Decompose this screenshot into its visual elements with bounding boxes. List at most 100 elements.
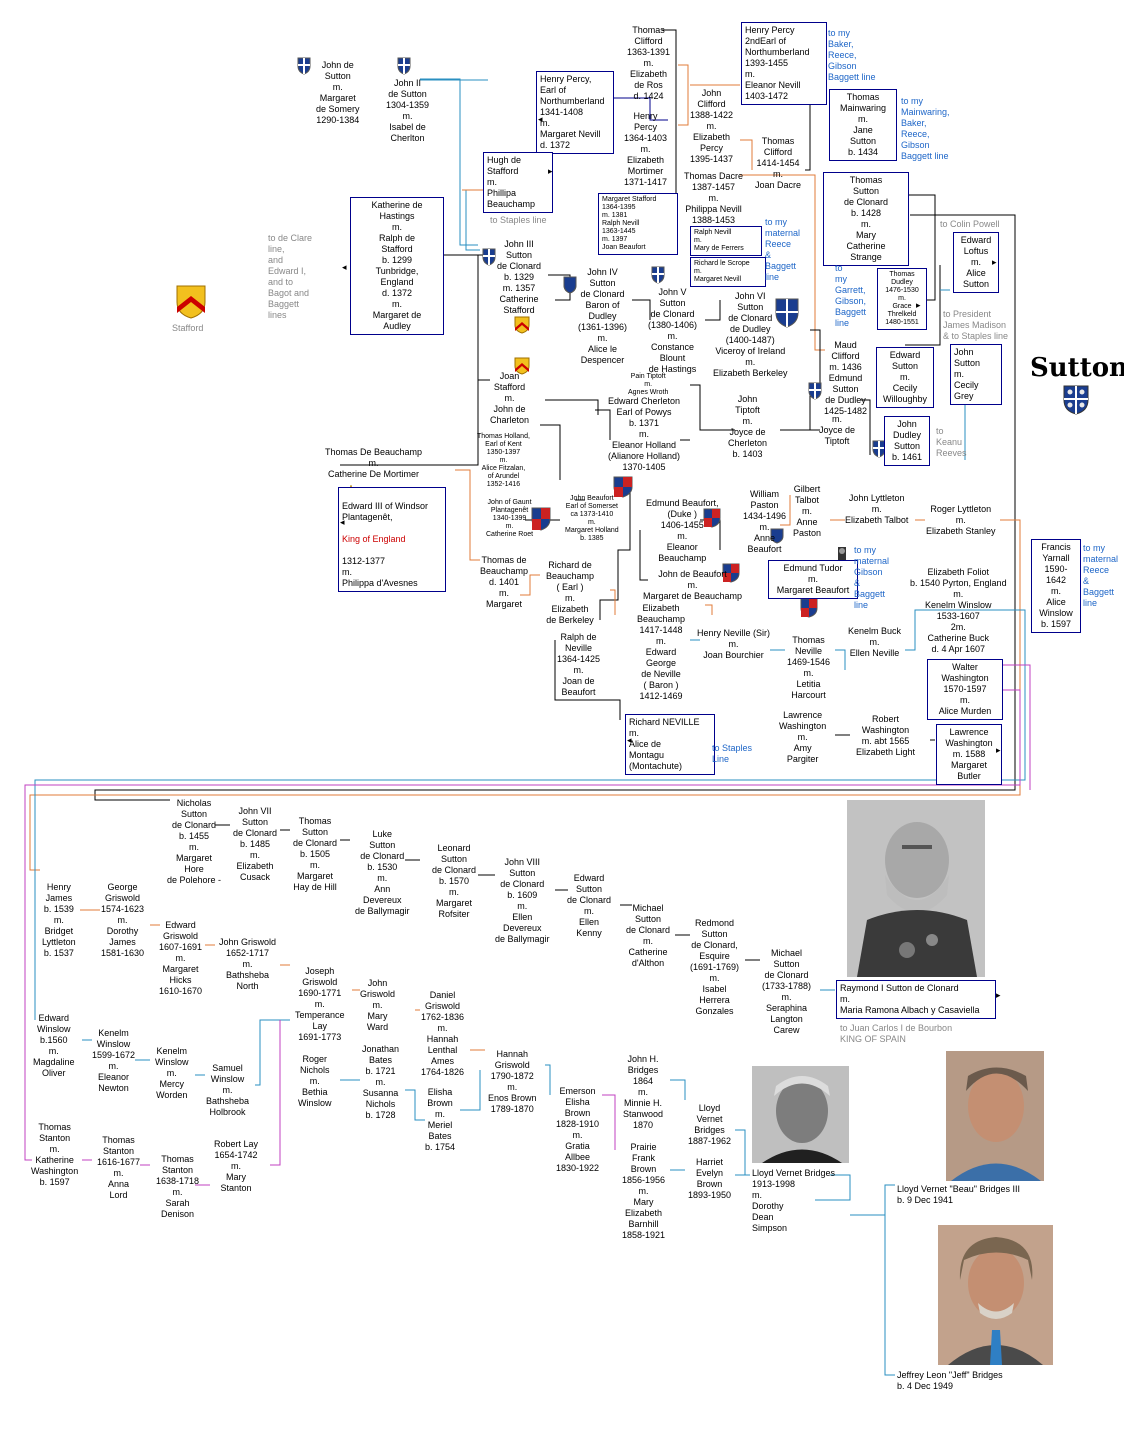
raymond-portrait <box>847 800 985 977</box>
person-node: John H. Bridges 1864 m. Minnie H. Stanwo… <box>623 1054 664 1130</box>
person-box[interactable]: Edward III of Windsor Plantagenêt, King … <box>338 487 446 592</box>
jeff-bridges-portrait <box>938 1225 1053 1365</box>
colin-powell-note[interactable]: to Colin Powell <box>940 219 1000 229</box>
person-node: John V Sutton de Clonard (1380-1406) m. … <box>648 287 698 374</box>
person-box[interactable]: Richard le Scrope m. Margaret Nevill <box>690 257 766 287</box>
person-box[interactable]: Lawrence Washington m. 1588 Margaret But… <box>936 724 1002 785</box>
royal-arms-icon <box>800 598 818 618</box>
person-box[interactable]: Edward Loftus m. Alice Sutton <box>953 232 999 293</box>
person-node: John VI Sutton de Clonard de Dudley (140… <box>713 291 788 378</box>
person-node: John III Sutton de Clonard b. 1329 m. 13… <box>497 239 542 315</box>
person-box[interactable]: John Sutton m. Cecily Grey <box>950 344 1002 405</box>
person-box[interactable]: John Dudley Sutton b. 1461 <box>884 416 930 466</box>
person-node: Thomas Stanton m. Katherine Washington b… <box>31 1122 79 1187</box>
person-box[interactable]: Hugh de Stafford m. Phillipa Beauchamp <box>483 152 553 213</box>
person-node: Kenelm Buck m. Ellen Neville <box>848 626 902 658</box>
madison-note[interactable]: to President James Madison & to Staples … <box>943 309 1009 341</box>
staples-line-link-2[interactable]: to Staples Line <box>712 743 753 764</box>
expand-arrow-icon[interactable]: ◂ <box>538 114 543 124</box>
person-node: John Griswold m. Mary Ward <box>360 978 396 1032</box>
person-node: John IV Sutton de Clonard Baron of Dudle… <box>578 267 628 365</box>
person-box[interactable]: Henry Percy 2ndEarl of Northumberland 13… <box>741 22 827 105</box>
person-node: Thomas Dacre 1387-1457 m. Philippa Nevil… <box>684 171 744 225</box>
gibson-line-link[interactable]: to my maternal Gibson & Baggett line <box>854 545 890 610</box>
de-clare-note[interactable]: to de Clare line, and Edward I, and to B… <box>268 233 313 320</box>
person-node: Thomas Neville 1469-1546 m. Letitia Harc… <box>787 635 831 700</box>
person-node: Edward Cherleton Earl of Powys b. 1371 m… <box>608 396 681 472</box>
person-node: Lawrence Washington m. Amy Pargiter <box>779 710 827 764</box>
edward3-name: Edward III of Windsor Plantagenêt, <box>342 501 429 522</box>
person-node: Edward Griswold 1607-1691 m. Margaret Hi… <box>159 920 203 996</box>
person-node: Richard de Beauchamp ( Earl ) m. Elizabe… <box>546 560 595 625</box>
expand-arrow-icon[interactable]: ◂ <box>627 735 632 745</box>
person-box[interactable]: Thomas Dudley 1476-1530 m. Grace Threlke… <box>877 268 927 330</box>
person-node: Henry Neville (Sir) m. Joan Bourchier <box>697 628 771 660</box>
staples-line-link[interactable]: to Staples line <box>490 215 547 225</box>
person-node: Robert Lay 1654-1742 m. Mary Stanton <box>214 1139 259 1193</box>
person-node: Robert Washington m. abt 1565 Elizabeth … <box>856 714 916 757</box>
person-box[interactable]: Edmund Tudor m. Margaret Beaufort <box>768 560 858 599</box>
person-node: Luke Sutton de Clonard b. 1530 m. Ann De… <box>355 829 410 916</box>
royal-arms-icon <box>531 507 551 531</box>
person-box[interactable]: Richard NEVILLE m. Alice de Montagu (Mon… <box>625 714 715 775</box>
baker-line-link[interactable]: to my Baker, Reece, Gibson Baggett line <box>828 28 876 82</box>
person-node: Jeffrey Leon "Jeff" Bridges b. 4 Dec 194… <box>897 1370 1003 1391</box>
person-node: Hannah Griswold 1790-1872 m. Enos Brown … <box>488 1049 537 1114</box>
mainwaring-line-link[interactable]: to my Mainwaring, Baker, Reece, Gibson B… <box>901 96 950 161</box>
person-node: Harriet Evelyn Brown 1893-1950 <box>688 1157 732 1200</box>
person-box[interactable]: Margaret Stafford 1364-1395 m. 1381 Ralp… <box>598 193 678 255</box>
person-node: Kenelm Winslow 1599-1672 m. Eleanor Newt… <box>92 1028 136 1093</box>
person-node: John Beaufort Earl of Somerset ca 1373-1… <box>565 495 619 542</box>
expand-arrow-icon[interactable]: ▸ <box>992 257 997 267</box>
person-node: Roger Nichols m. Bethia Winslow <box>298 1054 332 1108</box>
person-box[interactable]: Francis Yarnall 1590-1642 m. Alice Winsl… <box>1031 539 1081 633</box>
expand-arrow-icon[interactable]: ▸ <box>916 300 921 310</box>
keanu-note[interactable]: to Keanu Reeves <box>936 426 967 458</box>
person-box[interactable]: Katherine de Hastings m. Ralph de Staffo… <box>350 197 444 335</box>
person-node: Samuel Winslow m. Bathsheba Holbrook <box>206 1063 250 1117</box>
person-node: Nicholas Sutton de Clonard b. 1455 m. Ma… <box>167 798 222 885</box>
beau-bridges-portrait <box>946 1051 1044 1181</box>
person-node: m. Joyce de Tiptoft <box>819 414 856 446</box>
person-node: Thomas Stanton 1638-1718 m. Sarah Deniso… <box>156 1154 200 1219</box>
coat-of-arms-icon <box>651 266 665 284</box>
person-box[interactable]: Raymond I Sutton de Clonard m. Maria Ram… <box>836 980 996 1019</box>
expand-arrow-icon[interactable]: ▸ <box>548 166 553 176</box>
garrett-line-link[interactable]: to my Garrett, Gibson, Baggett line <box>835 263 867 328</box>
coat-of-arms-icon <box>808 382 822 400</box>
stafford-crest-icon <box>514 357 530 375</box>
person-node: Leonard Sutton de Clonard b. 1570 m. Mar… <box>432 843 477 919</box>
person-box[interactable]: Thomas Sutton de Clonard b. 1428 m. Mary… <box>823 172 909 266</box>
person-box[interactable]: Henry Percy, Earl of Northumberland 1341… <box>536 71 614 154</box>
person-node: Prairie Frank Brown 1856-1956 m. Mary El… <box>622 1142 666 1240</box>
person-box[interactable]: Thomas Mainwaring m. Jane Sutton b. 1434 <box>829 89 897 161</box>
person-node: Michael Sutton de Clonard (1733-1788) m.… <box>762 948 812 1035</box>
person-node: John Lyttleton m. Elizabeth Talbot <box>845 493 909 525</box>
spain-note: to Juan Carlos I de Bourbon KING OF SPAI… <box>840 1023 953 1044</box>
person-node: John of Gaunt Plantagenêt 1340-1399 m. C… <box>486 499 534 538</box>
person-box[interactable]: Ralph Nevill m. Mary de Ferrers <box>690 226 762 256</box>
maternal-reece-link-2[interactable]: to my maternal Reece & Baggett line <box>1083 543 1119 608</box>
coat-of-arms-icon <box>770 528 784 544</box>
person-node: Thomas Holland, Earl of Kent 1350-1397 m… <box>477 433 530 488</box>
person-node: Emerson Elisha Brown 1828-1910 m. Gratia… <box>556 1086 600 1173</box>
person-node: Edward Winslow b.1560 m. Magdaline Olive… <box>33 1013 75 1078</box>
edward3-title: King of England <box>342 534 406 544</box>
lloyd-bridges-portrait <box>752 1066 849 1163</box>
person-node: John VII Sutton de Clonard b. 1485 m. El… <box>233 806 278 882</box>
person-box[interactable]: Edward Sutton m. Cecily Willoughby <box>876 347 934 408</box>
person-node: Edward Sutton de Clonard m. Ellen Kenny <box>567 873 612 938</box>
maternal-reece-link[interactable]: to my maternal Reece & Baggett line <box>765 217 801 282</box>
person-node: Kenelm Winslow m. Mercy Worden <box>155 1046 189 1100</box>
person-box[interactable]: Walter Washington 1570-1597 m. Alice Mur… <box>927 659 1003 720</box>
person-node: Michael Sutton de Clonard m. Catherine d… <box>626 903 671 968</box>
stafford-crest-icon <box>176 285 206 319</box>
expand-arrow-icon[interactable]: ◂ <box>342 262 347 272</box>
expand-arrow-icon[interactable]: ◂ <box>340 517 345 527</box>
person-node: John II de Sutton 1304-1359 m. Isabel de… <box>386 78 430 143</box>
person-node: Lloyd Vernet "Beau" Bridges III b. 9 Dec… <box>897 1184 1020 1205</box>
expand-arrow-icon[interactable]: ▸ <box>996 745 1001 755</box>
expand-arrow-icon[interactable]: ▸ <box>996 990 1001 1000</box>
stafford-crest-icon <box>514 316 530 334</box>
